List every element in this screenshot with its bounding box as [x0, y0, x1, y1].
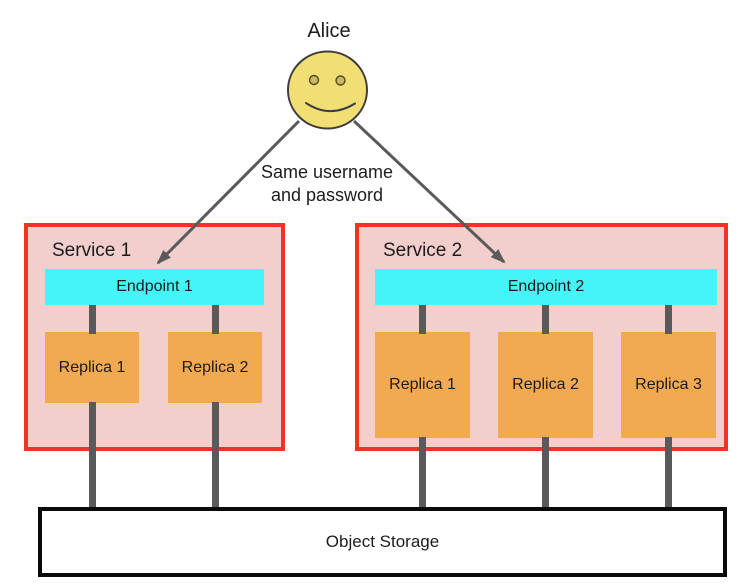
- annotation-line-1: Same username: [260, 162, 394, 182]
- alice-label: Alice: [307, 20, 351, 42]
- right-eye: [335, 75, 346, 86]
- connector-s2-replica2-storage: [542, 437, 549, 510]
- connector-s2-replica1-storage: [419, 437, 426, 510]
- connector-endpoint2-replica1: [419, 305, 426, 334]
- endpoint-2-node: Endpoint 2: [375, 269, 717, 305]
- smile: [305, 102, 356, 113]
- connector-endpoint2-replica2: [542, 305, 549, 334]
- connector-endpoint2-replica3: [665, 305, 672, 334]
- connector-s1-replica1-storage: [89, 402, 96, 510]
- service-2-replica-2-node: Replica 2: [498, 332, 593, 438]
- service-2-title: Service 2: [383, 240, 463, 261]
- service-2-replica-1-node: Replica 1: [375, 332, 470, 438]
- left-eye: [308, 74, 320, 86]
- service-1-box: Service 1 Endpoint 1 Replica 1 Replica 2: [24, 223, 285, 451]
- connector-endpoint1-replica2: [212, 305, 219, 334]
- service-1-replica-1-node: Replica 1: [45, 332, 139, 403]
- service-1-replica-2-node: Replica 2: [168, 332, 262, 403]
- connector-s1-replica2-storage: [212, 402, 219, 510]
- connector-endpoint1-replica1: [89, 305, 96, 334]
- service-1-title: Service 1: [52, 240, 132, 261]
- annotation-text: Same username and password: [227, 161, 427, 207]
- service-2-box: Service 2 Endpoint 2 Replica 1 Replica 2…: [355, 223, 728, 451]
- smiley-face-icon: [287, 50, 368, 130]
- annotation-line-2: and password: [270, 185, 384, 205]
- service-2-replica-3-node: Replica 3: [621, 332, 716, 438]
- connector-s2-replica3-storage: [665, 437, 672, 510]
- object-storage-label: Object Storage: [325, 532, 440, 551]
- endpoint-1-node: Endpoint 1: [45, 269, 264, 305]
- object-storage-box: Object Storage: [38, 507, 727, 577]
